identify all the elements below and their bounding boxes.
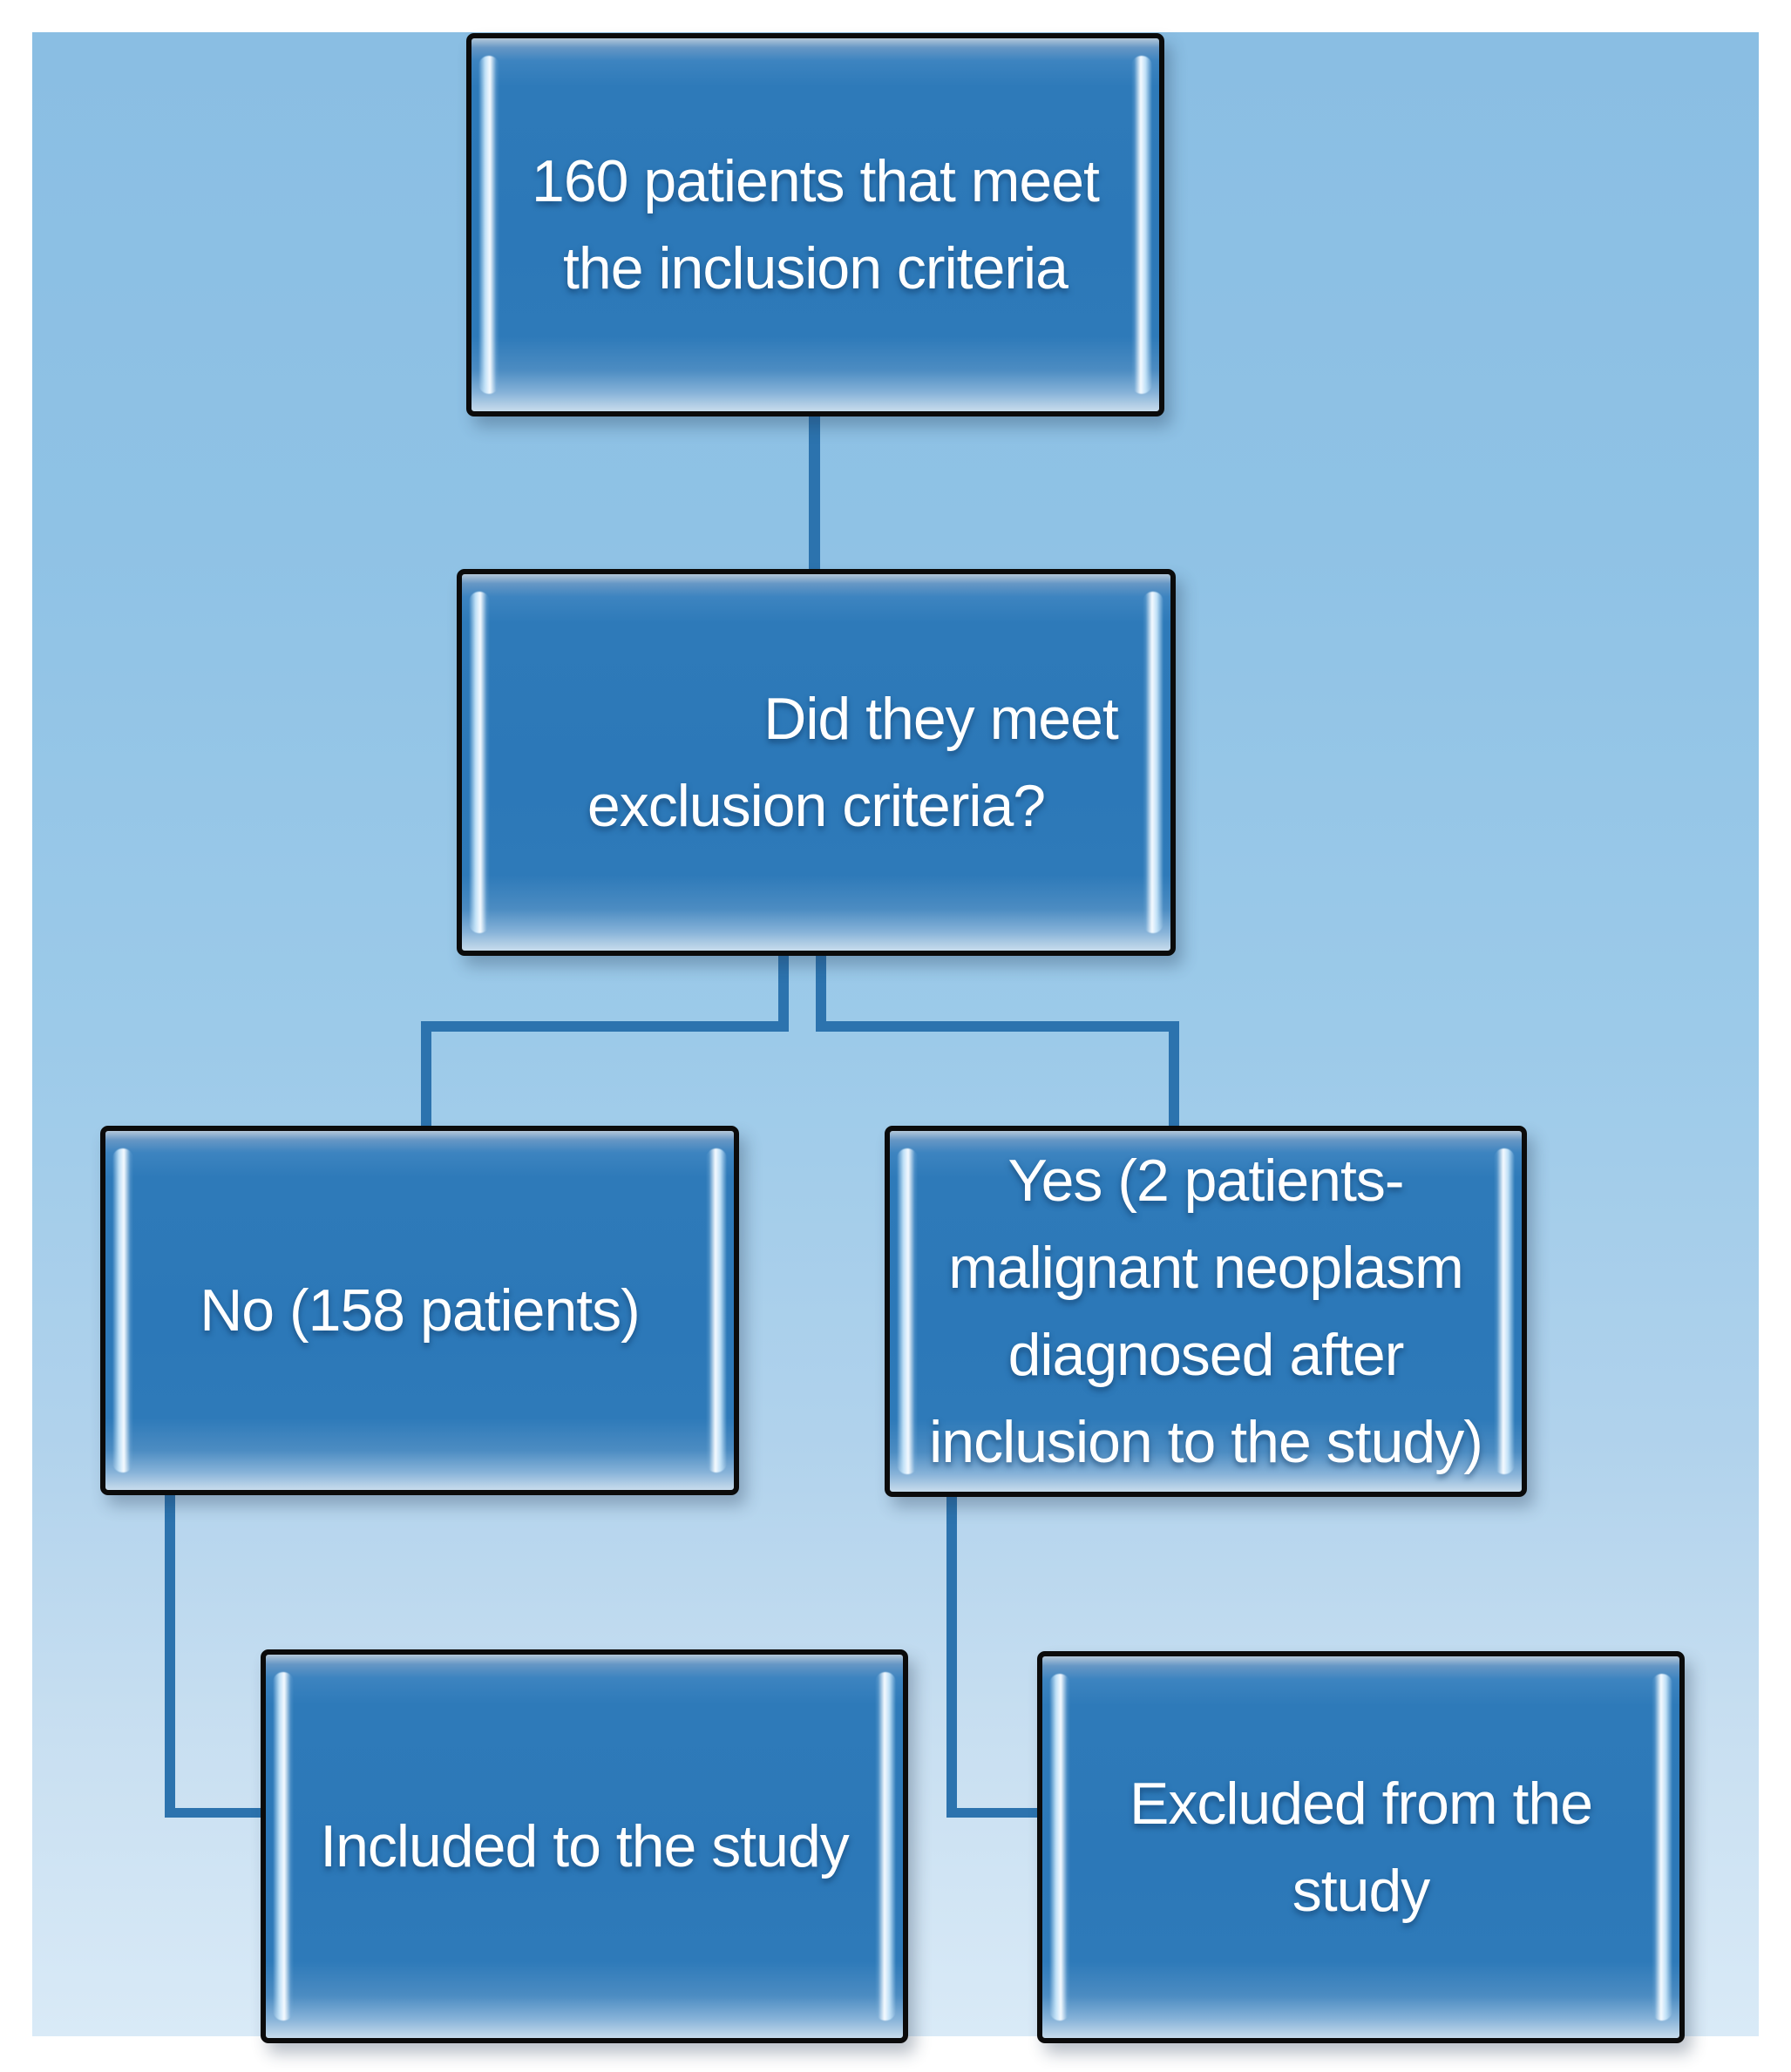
connector-question-stub-right <box>816 953 826 1032</box>
node-yes-label: Yes (2 patients- malignant neoplasm diag… <box>929 1137 1483 1486</box>
node-excluded-line: Excluded from the <box>1129 1771 1593 1837</box>
connector-question-yes-vertical <box>1169 1021 1179 1129</box>
node-source: 160 patients that meet the inclusion cri… <box>466 33 1164 416</box>
node-excluded-label: Excluded from the study <box>1129 1760 1593 1934</box>
node-yes: Yes (2 patients- malignant neoplasm diag… <box>885 1126 1527 1497</box>
node-source-label: 160 patients that meet the inclusion cri… <box>532 138 1100 312</box>
node-excluded-line: study <box>1292 1858 1431 1924</box>
node-source-line: the inclusion criteria <box>563 235 1068 301</box>
node-yes-line: diagnosed after <box>1007 1322 1405 1388</box>
node-yes-line: Yes (2 patients- <box>1007 1148 1405 1214</box>
node-included: Included to the study <box>261 1649 908 2043</box>
node-question: Did they meet exclusion criteria? <box>457 569 1176 956</box>
node-included-line: Included to the study <box>320 1813 850 1879</box>
node-included-label: Included to the study <box>320 1803 850 1890</box>
connector-yes-excluded-vertical <box>946 1493 957 1818</box>
connector-no-included-horizontal <box>165 1808 264 1818</box>
node-question-line: exclusion criteria? <box>587 773 1046 839</box>
node-source-line: 160 patients that meet <box>532 148 1100 214</box>
node-excluded: Excluded from the study <box>1037 1651 1685 2043</box>
connector-question-yes-horizontal <box>816 1021 1179 1032</box>
node-no-label: No (158 patients) <box>200 1267 641 1354</box>
node-no-line: No (158 patients) <box>200 1277 641 1344</box>
node-yes-line: inclusion to the study) <box>929 1409 1483 1475</box>
connector-yes-excluded-horizontal <box>946 1808 1041 1818</box>
connector-no-included-vertical <box>165 1492 175 1818</box>
connector-question-no-vertical <box>421 1021 431 1129</box>
connector-question-no-horizontal <box>421 1021 789 1032</box>
connector-source-question <box>809 414 820 572</box>
node-no: No (158 patients) <box>100 1126 739 1495</box>
node-question-label: Did they meet exclusion criteria? <box>587 675 1119 850</box>
connector-question-stub-left <box>778 953 789 1032</box>
node-yes-line: malignant neoplasm <box>948 1235 1464 1301</box>
node-question-line: Did they meet <box>763 686 1119 752</box>
